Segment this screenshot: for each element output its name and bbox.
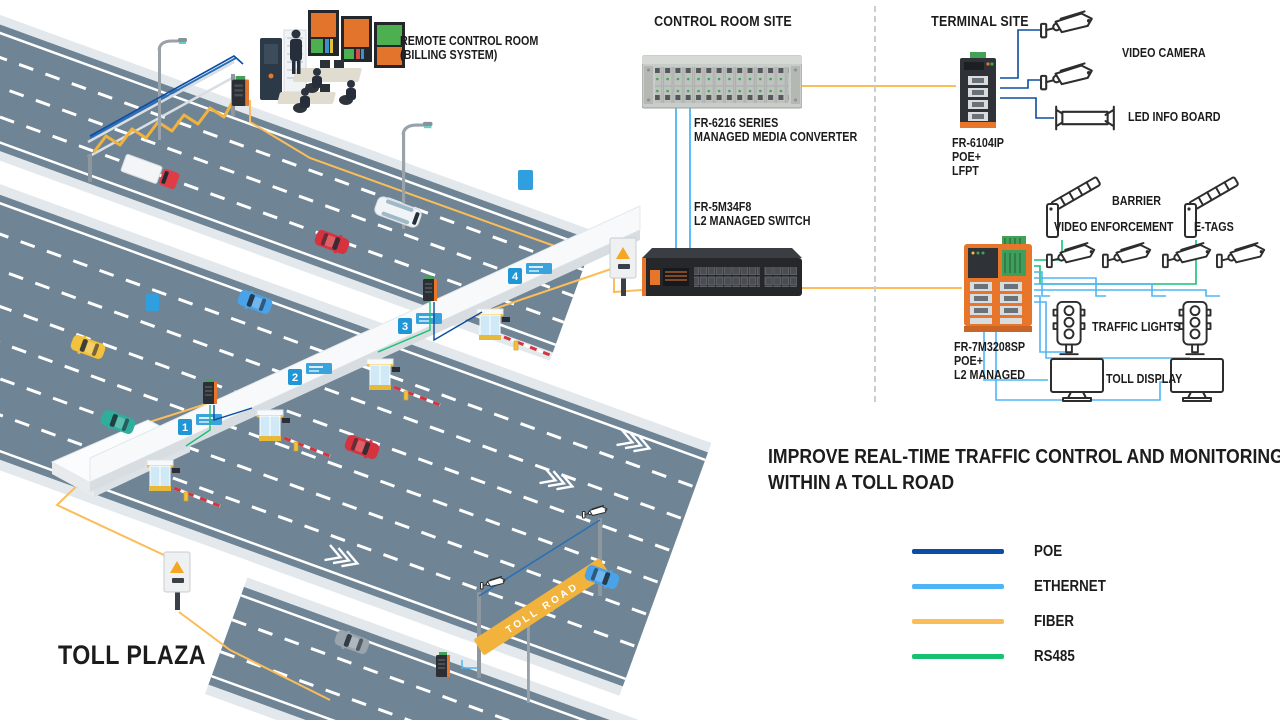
device-desc: L2 MANAGED	[954, 368, 1026, 382]
camera-icon	[1040, 62, 1093, 91]
poe-line-swatch	[912, 549, 1004, 554]
legend-item-ethernet: ETHERNET	[912, 569, 1118, 604]
traffic-light-icon	[1052, 300, 1086, 356]
canopy-switch	[423, 276, 437, 301]
lane-number: 2	[292, 372, 298, 384]
toll-display-icon	[1050, 358, 1104, 402]
lane-info-panels	[196, 263, 552, 425]
toll-plaza-title: TOLL PLAZA	[58, 640, 230, 671]
poe-switch-8port-label: FR-7M3208SP POE+ L2 MANAGED	[954, 340, 1037, 382]
canopy-switch	[203, 379, 217, 404]
rs485-line-swatch	[912, 654, 1004, 659]
l2-switch-device	[642, 248, 802, 296]
legend-label: RS485	[1034, 647, 1075, 665]
traffic-light-icon	[1178, 300, 1212, 356]
device-name: FR-6216 SERIES	[694, 116, 779, 130]
lane-signs: 1 2 3 4	[178, 263, 552, 435]
device-desc: POE+	[952, 150, 981, 164]
legend-item-fiber: FIBER	[912, 604, 1118, 639]
site-divider	[874, 6, 876, 402]
poe-switch-4port-label: FR-6104IP POE+ LFPT	[952, 136, 1012, 178]
lane-number: 4	[512, 271, 519, 283]
camera-icon	[1216, 242, 1266, 269]
legend-label: ETHERNET	[1034, 577, 1106, 595]
device-name: FR-7M3208SP	[954, 340, 1026, 354]
media-converter-label: FR-6216 SERIES MANAGED MEDIA CONVERTER	[694, 116, 884, 144]
legend-label: POE	[1034, 542, 1063, 560]
e-tags-label: E-TAGS	[1194, 220, 1234, 234]
led-info-board-icon	[1055, 105, 1115, 131]
device-name: FR-5M34F8	[694, 200, 752, 214]
lane-number: 3	[402, 321, 408, 333]
ethernet-line-swatch	[912, 584, 1004, 589]
legend-label: FIBER	[1034, 612, 1074, 630]
video-camera-label: VIDEO CAMERA	[1122, 46, 1206, 60]
legend-item-poe: POE	[912, 534, 1118, 569]
headline-line2: WITHIN A TOLL ROAD	[768, 471, 955, 494]
legend-item-rs485: RS485	[912, 639, 1118, 674]
scene-poe-cable	[89, 55, 244, 137]
roadside-switch	[232, 76, 249, 106]
caption-line: (BILLING SYSTEM)	[400, 48, 498, 62]
media-converter-device	[642, 55, 802, 109]
toll-plaza-text: TOLL PLAZA	[58, 640, 206, 670]
traffic-lights-label: TRAFFIC LIGHTS	[1092, 320, 1181, 334]
road-sign	[146, 294, 159, 311]
caption-line: REMOTE CONTROL ROOM	[400, 34, 539, 48]
roadside-switch	[436, 652, 450, 677]
control-room-site-title: CONTROL ROOM SITE	[654, 14, 792, 30]
device-name: FR-6104IP	[952, 136, 1004, 150]
device-desc: POE+	[954, 354, 983, 368]
headline-line1: IMPROVE REAL-TIME TRAFFIC CONTROL AND MO…	[768, 445, 1280, 468]
poe-switch-8port-device	[964, 236, 1032, 332]
device-desc: LFPT	[952, 164, 979, 178]
camera-icon	[1046, 242, 1096, 269]
device-desc: MANAGED MEDIA CONVERTER	[694, 130, 858, 144]
legend: POE ETHERNET FIBER RS485	[912, 534, 1118, 674]
device-desc: L2 MANAGED SWITCH	[694, 214, 811, 228]
fiber-line-swatch	[912, 619, 1004, 624]
road-sign	[518, 170, 533, 190]
headline: IMPROVE REAL-TIME TRAFFIC CONTROL AND MO…	[768, 444, 1280, 496]
video-enforcement-label: VIDEO ENFORCEMENT	[1054, 220, 1174, 234]
barrier-label: BARRIER	[1112, 194, 1161, 208]
camera-icon	[1102, 242, 1152, 269]
terminal-site-title: TERMINAL SITE	[931, 14, 1029, 30]
lane-number: 1	[182, 422, 188, 434]
control-room-caption: REMOTE CONTROL ROOM (BILLING SYSTEM)	[400, 34, 561, 62]
camera-icon	[1162, 242, 1212, 269]
led-info-board-label: LED INFO BOARD	[1128, 110, 1221, 124]
toll-display-label: TOLL DISPLAY	[1106, 372, 1183, 386]
electrical-cabinet	[163, 551, 191, 611]
remote-control-room	[260, 10, 405, 113]
toll-booths	[146, 308, 551, 508]
toll-canopy	[50, 205, 641, 497]
scene-booth-cables	[185, 302, 483, 447]
poe-switch-4port-device	[960, 52, 996, 128]
l2-switch-label: FR-5M34F8 L2 MANAGED SWITCH	[694, 200, 829, 228]
